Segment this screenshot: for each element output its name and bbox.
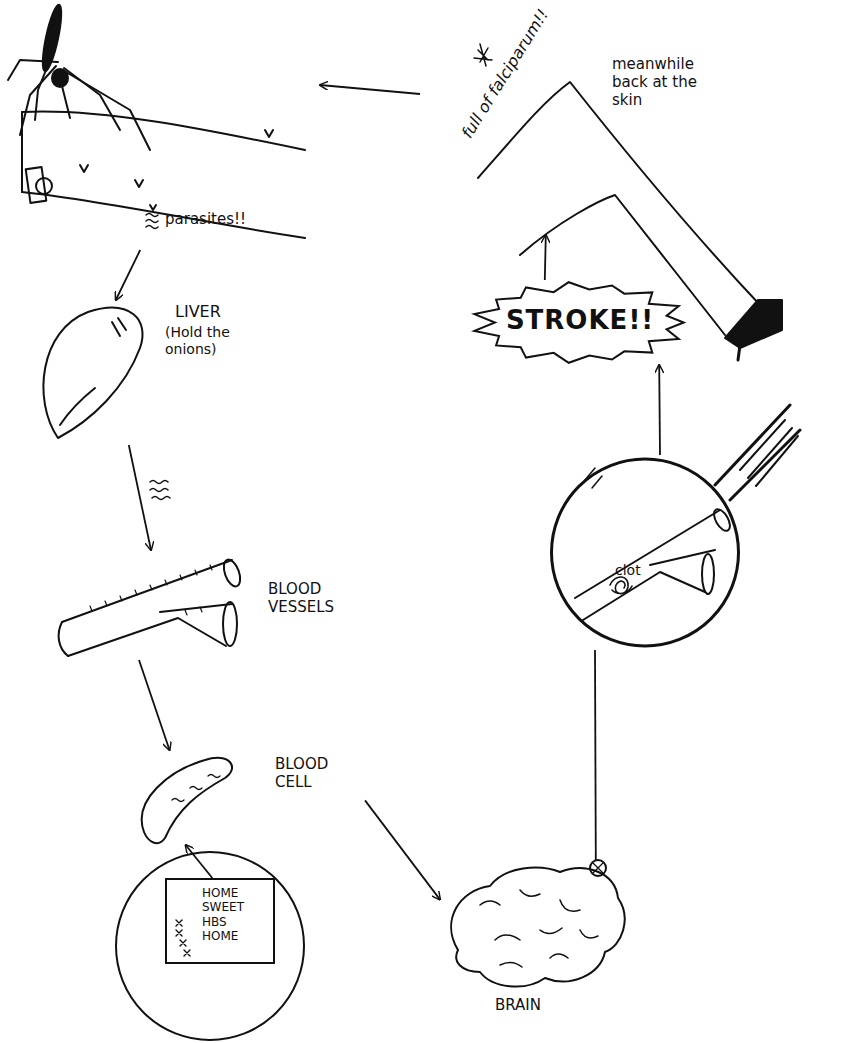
parasite-squiggle xyxy=(150,481,170,500)
node-label: STROKE!! xyxy=(480,305,680,336)
flow-arrow xyxy=(116,250,140,300)
flow-arrow xyxy=(658,365,661,455)
node-label: parasites!! xyxy=(165,210,285,228)
leader-line xyxy=(594,650,597,860)
node-label: BRAIN xyxy=(495,996,585,1014)
magnifier-outline xyxy=(545,455,745,650)
home-box: HOME SWEET HBS HOME xyxy=(165,878,275,964)
mosquito-drawing xyxy=(8,3,150,150)
node-note: (Hold the onions) xyxy=(165,324,265,358)
cell-node: BLOOD CELL xyxy=(135,750,365,845)
flow-arrow xyxy=(186,845,213,878)
leg-node: meanwhile back at the skin full of falcip… xyxy=(420,0,790,235)
node-label: clot xyxy=(615,562,675,579)
liver-drawing xyxy=(43,308,142,438)
node-label: BLOOD VESSELS xyxy=(268,580,353,616)
flow-arrow xyxy=(139,660,170,750)
parasite-squiggle xyxy=(146,214,158,229)
liver-node: LIVER (Hold the onions) xyxy=(30,300,290,445)
node-label: meanwhile back at the skin xyxy=(612,55,727,109)
magnifier-drawing xyxy=(575,405,800,620)
arm-drawing xyxy=(22,111,305,238)
zoom-circle xyxy=(116,852,304,1040)
brain-drawing xyxy=(451,860,624,987)
vessel-node: BLOOD VESSELS xyxy=(55,550,355,660)
chromosome-marks xyxy=(176,920,190,956)
blood-cell-drawing xyxy=(142,758,232,843)
flow-arrow xyxy=(320,85,420,94)
arm-node: parasites!! xyxy=(10,0,320,250)
flow-arrow xyxy=(545,235,546,280)
node-label: BLOOD CELL xyxy=(275,755,350,791)
node-label: HOME SWEET HBS HOME xyxy=(202,886,262,944)
flow-arrow xyxy=(129,445,151,550)
node-label: LIVER xyxy=(175,302,275,321)
stroke-burst: STROKE!! xyxy=(470,280,690,365)
magnifier-node: clot xyxy=(545,455,745,650)
flow-arrow xyxy=(365,800,440,899)
brain-node: BRAIN xyxy=(440,860,630,1025)
blood-vessel-drawing xyxy=(59,557,244,656)
leg-drawing xyxy=(474,44,782,360)
node-note: full of falciparum!! xyxy=(452,0,558,151)
